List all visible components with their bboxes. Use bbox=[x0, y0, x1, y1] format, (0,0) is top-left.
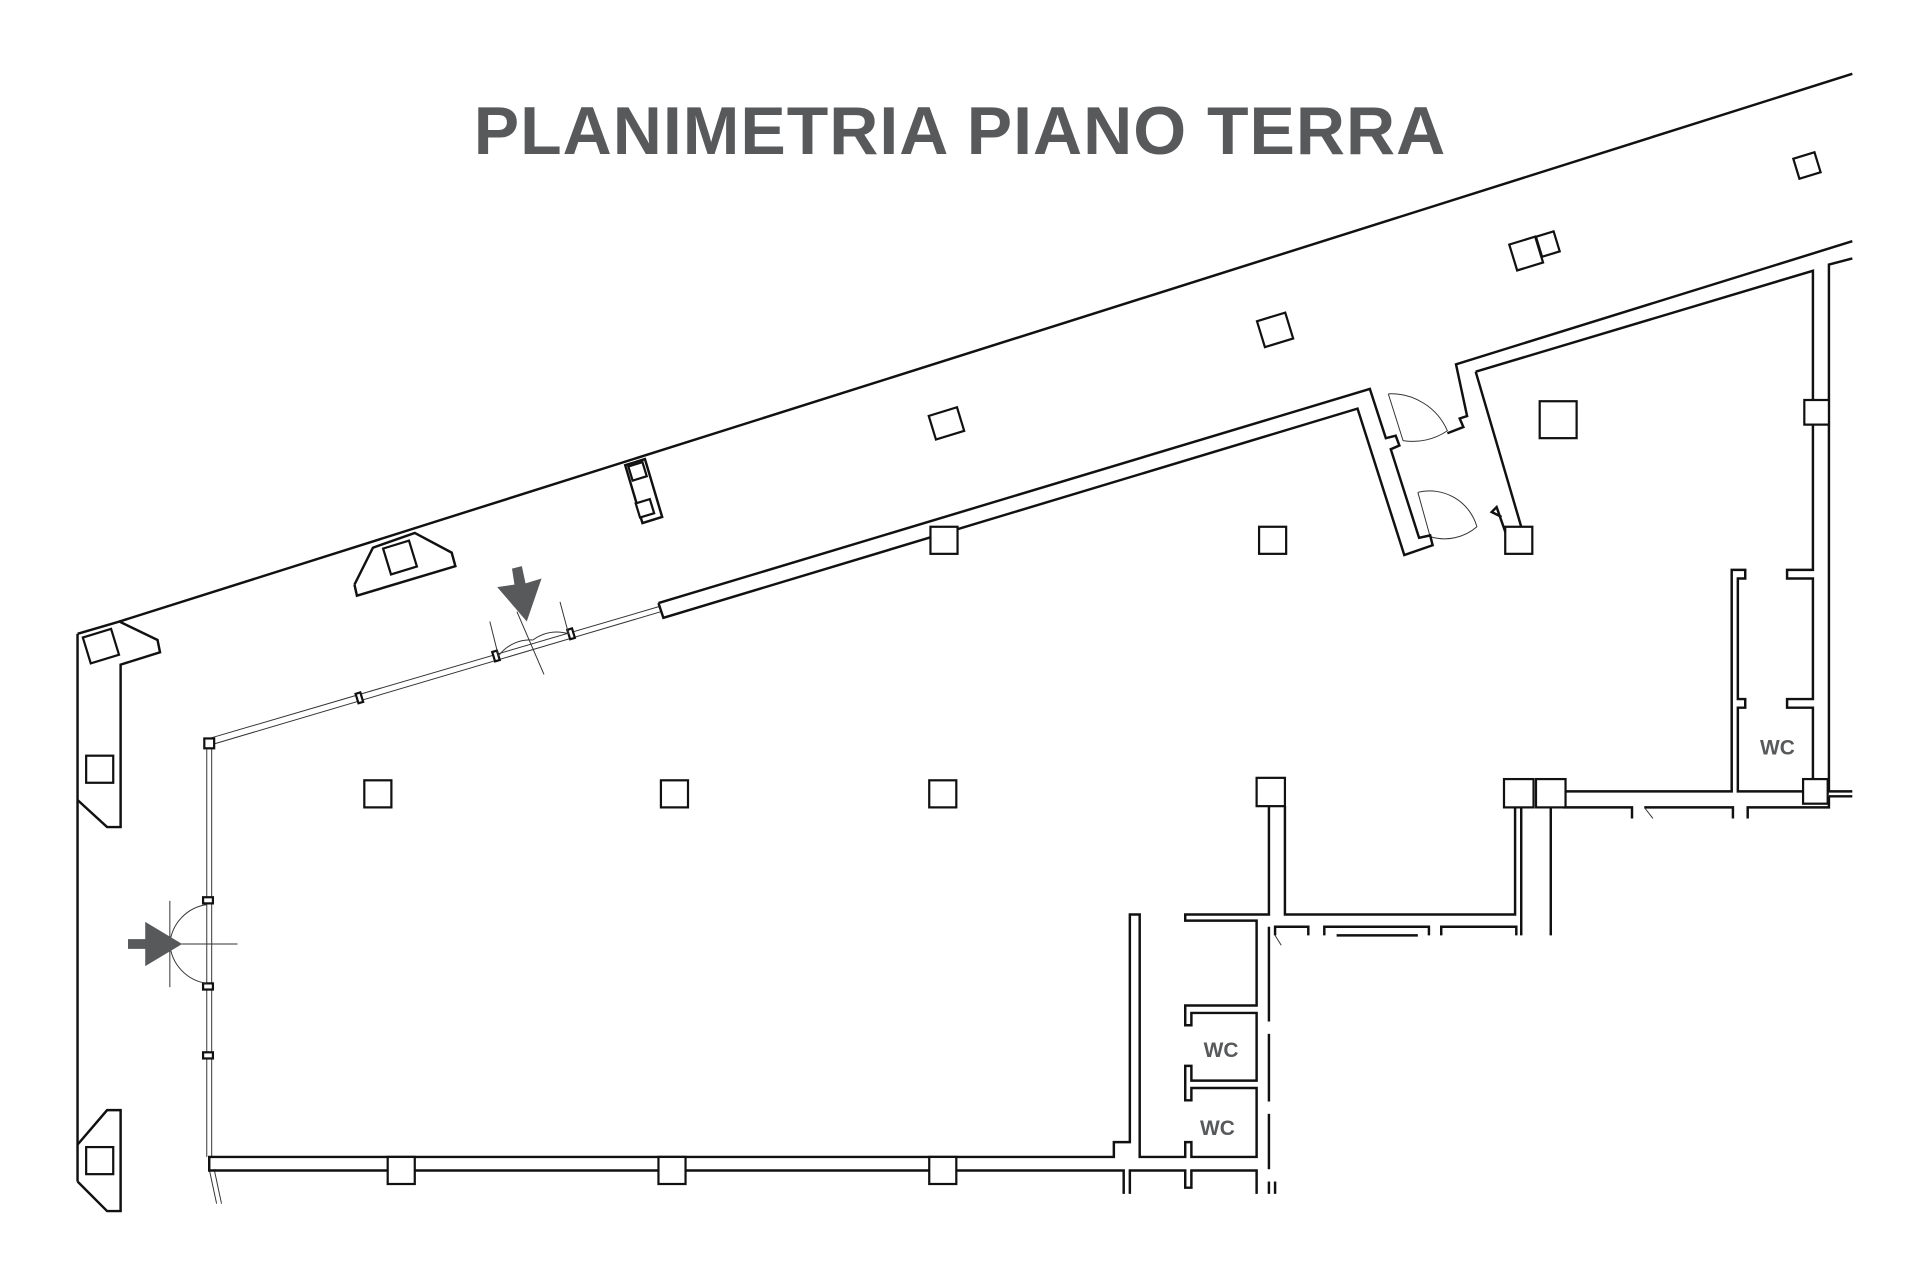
room-label-wc: WC bbox=[1204, 1039, 1239, 1062]
room-label-wc: WC bbox=[1200, 1117, 1235, 1140]
entrance-arrow-icon bbox=[497, 566, 542, 622]
room-label-wc: WC bbox=[1760, 736, 1795, 759]
doors[interactable] bbox=[169, 393, 1478, 988]
glass-facade bbox=[201, 606, 662, 1204]
interior-walls bbox=[208, 240, 1853, 1194]
columns bbox=[81, 150, 1831, 1186]
outer-walls bbox=[76, 72, 1853, 1213]
page-title: PLANIMETRIA PIANO TERRA bbox=[473, 93, 1447, 169]
entrance-arrow-icon bbox=[128, 921, 183, 967]
